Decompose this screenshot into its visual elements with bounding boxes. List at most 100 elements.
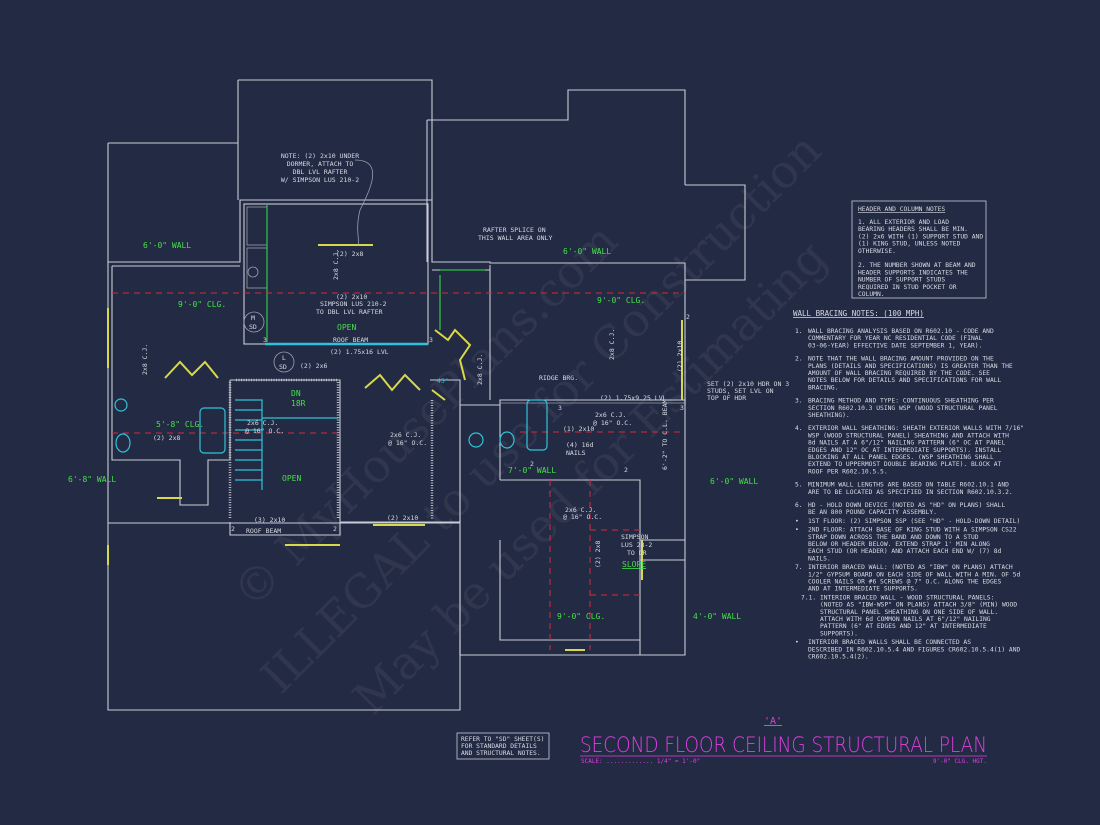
clg-9-0-right: 9'-0" CLG. — [597, 296, 645, 305]
to-cl-beam: 6'-2" TO C.L. BEAM — [661, 399, 669, 470]
bracing-item-line: NOTE THAT THE WALL BRACING AMOUNT PROVID… — [808, 356, 994, 363]
bracing-item-line: EDGES AND 12" OC AT INTERMEDIATE SUPPORT… — [808, 447, 1002, 454]
bracing-item-number: 7.1. — [801, 594, 816, 601]
hdr-2x8-vert: (2) 2x8 — [594, 541, 602, 568]
cj-2x6-stair-1: 2x6 C.J. — [247, 419, 278, 427]
bracing-item-line: 8d NAILS AT A 6"/12" NAILING PATTERN (6"… — [808, 440, 1005, 447]
bracing-item-line: 1/2" GYPSUM BOARD ON EACH SIDE OF WALL W… — [808, 571, 1021, 578]
simpson-lus28-2: LUS 28-2 — [621, 541, 652, 549]
simpson-lus28-3: TO DR — [627, 549, 647, 557]
open-top: OPEN — [337, 323, 356, 332]
refer-line-3: AND STRUCTURAL NOTES. — [461, 750, 541, 757]
bracing-item-number: 1. — [795, 328, 803, 335]
header-notes-title: HEADER AND COLUMN NOTES — [858, 206, 945, 213]
clg-5-8: 5'-8" CLG. — [156, 420, 204, 429]
stud-count: 3 — [429, 336, 433, 344]
ridge-brg: RIDGE BRG. — [539, 374, 578, 382]
cj-2x6-right-1: 2x6 C.J. — [595, 411, 626, 419]
bracing-item-line: STRUCTURAL PANEL SHEATHING ON ONE SIDE O… — [820, 609, 998, 616]
slope-label: SLOPE — [622, 560, 646, 569]
sd-tag-m-top: M — [251, 314, 255, 322]
cj-2x6-mid-2: @ 16" O.C. — [388, 439, 427, 447]
bracing-item-line: MINIMUM WALL LENGTHS ARE BASED ON TABLE … — [808, 482, 1009, 489]
bracing-item-line: BLOCKING AT ALL PANEL EDGES. (WSP SHEATH… — [808, 454, 994, 461]
cj-2x8-left: 2x8 C.J. — [141, 344, 149, 375]
bracing-item-number: • — [795, 518, 799, 525]
bracing-item-line: ROOF PER R602.10.5.5. — [808, 468, 888, 475]
bracing-item-number: 6. — [795, 502, 803, 509]
bracing-item-number: 2. — [795, 356, 803, 363]
stud-count: 3 — [680, 404, 684, 412]
simpson-lus-1: SIMPSON LUS 210-2 — [320, 300, 387, 308]
hdr-2x8-top: (2) 2x8 — [336, 250, 363, 258]
bracing-item-number: • — [795, 639, 799, 646]
header-note-line: OTHERWISE. — [858, 248, 896, 255]
rafter-splice-2: THIS WALL AREA ONLY — [478, 234, 552, 242]
bracing-item-line: STRAP DOWN ACROSS THE BAND AND DOWN TO A… — [808, 534, 979, 541]
wall-6-0-top-right: 6'-0" WALL — [563, 247, 611, 256]
bracing-item-line: SUPPORTS). — [820, 630, 858, 637]
bracing-item-line: SHEATHING). — [808, 412, 850, 419]
drawing-tag: 'A' — [764, 716, 782, 727]
open-stair: OPEN — [282, 474, 301, 483]
title-block: 'A' SECOND FLOOR CEILING STRUCTURAL PLAN… — [580, 716, 987, 765]
stud-count: 2 — [624, 466, 628, 474]
clg-9-0-bottom: 9'-0" CLG. — [557, 612, 605, 621]
wall-6-8: 6'-8" WALL — [68, 475, 116, 484]
bracing-item-line: 1ST FLOOR: (2) SIMPSON SSP (SEE "HD" - H… — [808, 518, 1020, 525]
simpson-lus28-1: SIMPSON — [621, 533, 648, 541]
bracing-item-line: BE AN 800 POUND CAPACITY ASSEMBLY. — [808, 509, 937, 516]
bracing-item-line: WALL BRACING ANALYSIS BASED ON R602.10 -… — [808, 328, 994, 335]
plan-labels: NOTE: (2) 2x10 UNDER DORMER, ATTACH TO D… — [68, 152, 789, 621]
floor-plan-walls — [107, 79, 746, 711]
bracing-item-line: NAILS. — [808, 555, 831, 562]
ceiling-height-label: 9'-0" CLG. HGT. — [933, 758, 987, 765]
bracing-item-line: WSP (WOOD STRUCTURAL PANEL) SHEATHING AN… — [808, 432, 1009, 439]
header-note-line: NUMBER OF SUPPORT STUDS — [858, 277, 945, 284]
hdr-1-2x10: (1) 2x10 — [563, 425, 594, 433]
nails-1: (4) 16d — [566, 441, 593, 449]
header-note-line: 1. ALL EXTERIOR AND LOAD — [858, 219, 949, 226]
rafter-splice-1: RAFTER SPLICE ON — [483, 226, 546, 234]
dormer-note-4: W/ SIMPSON LUS 210-2 — [281, 176, 359, 184]
roof-beam-bottom: ROOF BEAM — [246, 527, 281, 535]
hdr-2x6: (2) 2x6 — [300, 362, 327, 370]
angle-45: 45° — [437, 377, 449, 385]
bracing-item-line: PATTERN (6" AT EDGES AND 12" AT INTERMED… — [820, 623, 987, 630]
risers-label: 18R — [291, 399, 306, 408]
bracing-item-line: ATTACH WITH 6d COMMON NAILS AT 6"/12" NA… — [820, 616, 991, 623]
header-note-line: (2) 2x6 WITH (1) SUPPORT STUD AND — [858, 233, 983, 240]
header-note-line: 2. THE NUMBER SHOWN AT BEAM AND — [858, 262, 976, 269]
bracing-item-line: 2ND FLOOR: ATTACH BASE OF KING STUD WITH… — [808, 527, 1017, 534]
hdr-2x10-dormer: (2) 2x10 — [336, 293, 367, 301]
scale-label: SCALE: ............. 1/4" = 1'-0" — [581, 758, 700, 765]
set-note-2: STUDS, SET LVL ON — [707, 387, 774, 395]
stud-count: 3 — [263, 336, 267, 344]
bracing-item-number: 5. — [795, 482, 803, 489]
bracing-item-line: PLANS (DETAILS AND SPECIFICATIONS) IS GR… — [808, 363, 1013, 370]
cj-2x6-stair-2: @ 16" O.C. — [245, 427, 284, 435]
wall-bracing-title: WALL BRACING NOTES: (100 MPH) — [793, 309, 924, 318]
sd-tag-l-top: L — [282, 354, 286, 362]
simpson-lus-2: TO DBL LVL RAFTER — [316, 308, 383, 316]
stud-count: 2 — [333, 525, 337, 533]
cj-2x6-mid-1: 2x6 C.J. — [390, 431, 421, 439]
bracing-item-number: • — [795, 527, 799, 534]
hdr-2x10-bottom: (2) 2x10 — [387, 514, 418, 522]
bracing-item-number: 7. — [795, 564, 803, 571]
dormer-note-2: DORMER, ATTACH TO — [287, 160, 354, 168]
svg-text:May be used for Estimating: May be used for Estimating — [342, 230, 837, 725]
wall-7-0: 7'-0" WALL — [508, 466, 556, 475]
bracing-item-line: CR602.10.5.4(2). — [808, 654, 869, 661]
bracing-item-line: BELOW OR HEADER BELOW. EXTEND STRAP 1' M… — [808, 541, 990, 548]
drawing-title: SECOND FLOOR CEILING STRUCTURAL PLAN — [580, 733, 987, 757]
header-note-line: REQUIRED IN STUD POCKET OR — [858, 284, 957, 291]
bracing-item-line: HD - HOLD DOWN DEVICE (NOTED AS "HD" ON … — [808, 502, 1005, 509]
sd-tag-m-bottom: SD — [249, 323, 257, 331]
dormer-note-3: DBL LVL RAFTER — [293, 168, 348, 176]
wall-6-0-left: 6'-0" WALL — [143, 241, 191, 250]
stud-count: 2 — [231, 525, 235, 533]
bracing-item-line: BRACING METHOD AND TYPE: CONTINUOUS SHEA… — [808, 398, 994, 405]
set-note-1: SET (2) 2x10 HDR ON 3 — [707, 380, 789, 388]
wall-4-0: 4'-0" WALL — [693, 612, 741, 621]
